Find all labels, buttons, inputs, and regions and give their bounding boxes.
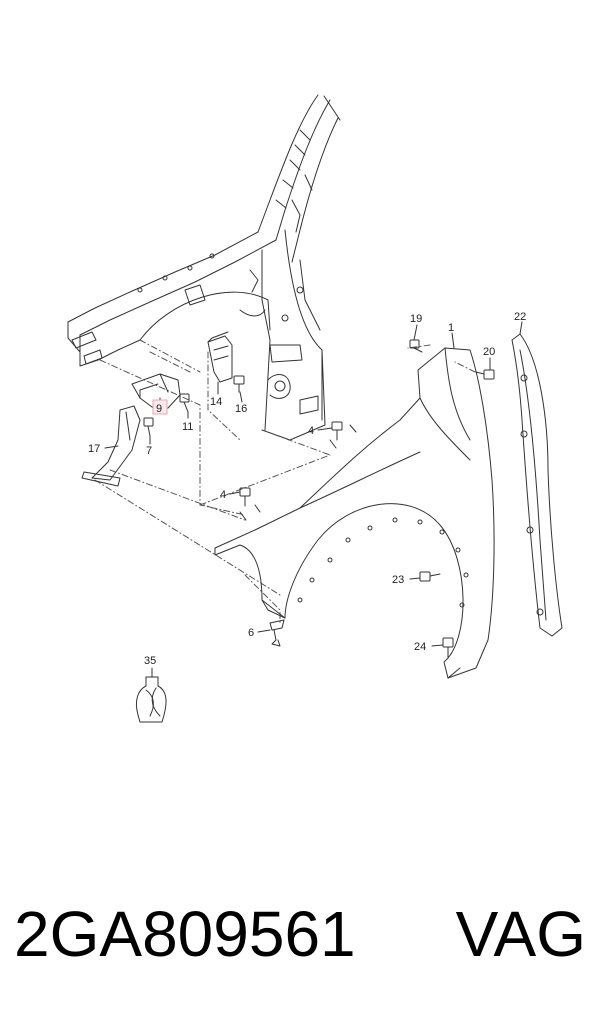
callout-11: 11 (182, 421, 193, 433)
callout-labels: 1 4 4 6 7 9 11 14 16 17 19 20 22 23 24 3… (88, 311, 526, 667)
part-number: 2GA809561 (14, 898, 356, 970)
callout-17: 17 (88, 443, 100, 455)
leader-lines (104, 321, 523, 678)
callout-14: 14 (210, 396, 222, 408)
bolt-4-upper (331, 421, 343, 441)
callout-1: 1 (448, 322, 454, 334)
bolt-16 (233, 375, 245, 393)
bolt-24 (442, 637, 454, 658)
bolt-11 (179, 393, 190, 413)
callout-6: 6 (248, 627, 254, 639)
callout-16: 16 (235, 403, 247, 415)
callout-9: 9 (156, 403, 162, 415)
callout-20: 20 (483, 346, 495, 358)
bracket-14 (207, 331, 233, 383)
callout-9-highlight (152, 399, 168, 415)
bracket-17 (81, 405, 141, 487)
callout-23: 23 (392, 574, 404, 586)
bolt-23 (419, 571, 441, 582)
brand-name: VAG (455, 898, 586, 970)
callout-7: 7 (146, 445, 152, 457)
body-structure (67, 94, 341, 441)
clip-6 (269, 619, 285, 647)
assembly-guide-lines (94, 339, 476, 626)
callout-19: 19 (410, 313, 422, 325)
callout-35: 35 (144, 655, 156, 667)
callout-4-lower: 4 (220, 489, 226, 501)
bolt-7 (143, 417, 154, 437)
parts-diagram: 1 4 4 6 7 9 11 14 16 17 19 20 22 23 24 3… (67, 94, 563, 723)
footer: 2GA809561 VAG (0, 892, 600, 982)
seal-strip-22 (511, 333, 563, 637)
bolt-20 (475, 369, 495, 380)
bolt-4-lower (239, 487, 251, 507)
callout-24: 24 (414, 641, 426, 653)
bracket-9 (131, 373, 181, 411)
front-fender (214, 347, 495, 679)
callout-22: 22 (514, 311, 526, 323)
paint-bottle-35 (135, 676, 167, 723)
callout-4-upper: 4 (308, 425, 314, 437)
